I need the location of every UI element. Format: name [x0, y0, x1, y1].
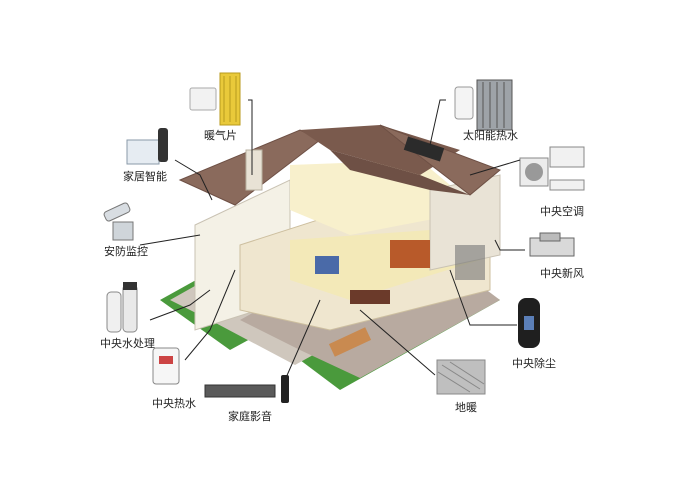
central-hot-water-device — [152, 347, 180, 385]
leader-hot-water — [184, 269, 236, 361]
security-camera-device — [103, 202, 134, 241]
roof-back — [330, 150, 470, 195]
leader-lines — [139, 99, 525, 381]
leader-floor-heating — [359, 309, 436, 376]
leader-water — [149, 289, 211, 321]
leader-solar — [429, 99, 446, 146]
tv-screen — [315, 256, 339, 274]
leader-security — [139, 234, 201, 246]
leader-theater — [284, 299, 321, 381]
sofa — [350, 290, 390, 304]
label-security: 安防监控 — [104, 245, 148, 258]
radiator-device — [189, 72, 241, 126]
central-ac-device — [519, 146, 585, 191]
smart-home-panel-device — [126, 128, 168, 165]
label-solar-water-heater: 太阳能热水 — [463, 129, 518, 142]
fireplace — [390, 240, 430, 268]
central-vacuum-device — [518, 298, 540, 348]
leader-smart-home — [174, 159, 213, 201]
label-smart-home: 家居智能 — [123, 170, 167, 183]
solar-panel-roof — [403, 136, 445, 162]
fresh-air-device — [529, 232, 575, 257]
chimney — [245, 149, 263, 191]
water-treatment-device — [106, 282, 138, 333]
leader-radiator — [248, 99, 253, 175]
label-fresh-air: 中央新风 — [540, 267, 584, 280]
label-central-vacuum: 中央除尘 — [512, 357, 556, 370]
garage-door — [455, 245, 485, 280]
solar-water-heater-device — [454, 79, 513, 131]
label-home-theater: 家庭影音 — [228, 410, 272, 423]
label-floor-heating: 地暖 — [455, 401, 477, 414]
home-theater-device — [204, 375, 289, 403]
leader-vacuum — [449, 269, 517, 326]
label-radiator: 暖气片 — [204, 129, 237, 142]
roof-top — [300, 125, 460, 175]
label-central-hot-water: 中央热水 — [152, 397, 196, 410]
label-central-ac: 中央空调 — [540, 205, 584, 218]
leader-fresh-air — [494, 239, 525, 251]
leader-ac — [469, 159, 521, 176]
floor-heating-mat — [328, 327, 372, 357]
label-water-treatment: 中央水处理 — [100, 337, 155, 350]
floor-heating-device — [436, 359, 486, 395]
